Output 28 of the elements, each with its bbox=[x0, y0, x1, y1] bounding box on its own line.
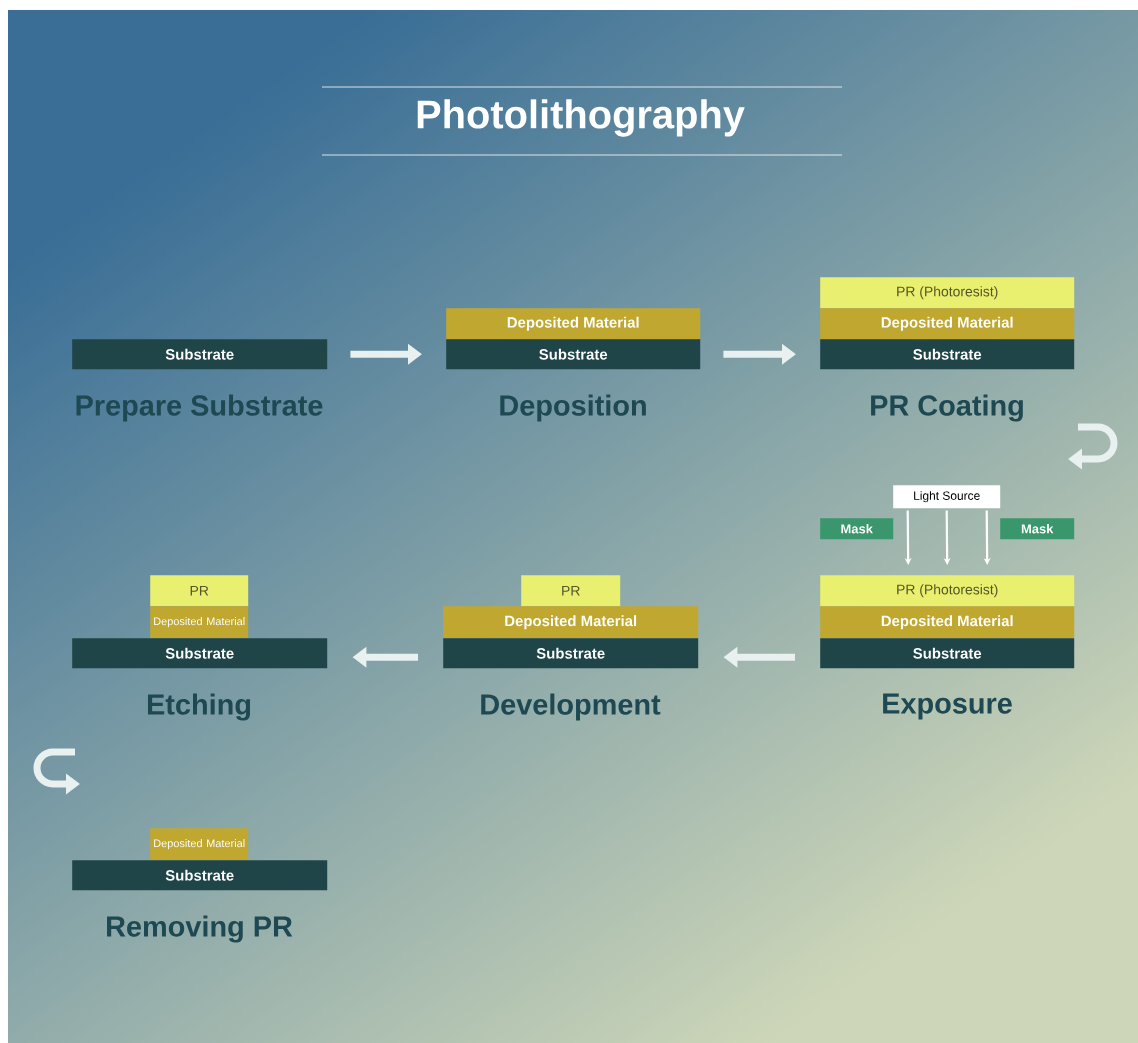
step-title: PR Coating bbox=[871, 394, 1023, 422]
step-title: Removing PR bbox=[107, 915, 293, 943]
deposited-layer: Deposited Material bbox=[820, 308, 1075, 340]
photoresist-layer: PR (Photoresist) bbox=[820, 575, 1075, 607]
substrate-layer: Substrate bbox=[72, 638, 328, 669]
step-title: Development bbox=[481, 693, 661, 721]
deposited-layer: Deposited Material bbox=[443, 606, 699, 639]
light-source-box: Light Source bbox=[893, 485, 1001, 509]
substrate-layer: Substrate bbox=[72, 860, 328, 891]
deposited-layer: Deposited Material bbox=[150, 828, 249, 861]
substrate-layer: Substrate bbox=[820, 339, 1075, 370]
mask-block: Mask bbox=[820, 518, 894, 540]
substrate-layer: Substrate bbox=[820, 638, 1075, 669]
substrate-layer: Substrate bbox=[443, 638, 699, 669]
substrate-layer: Substrate bbox=[446, 339, 701, 370]
step-title: Deposition bbox=[500, 394, 646, 422]
substrate-layer: Substrate bbox=[72, 339, 328, 370]
photoresist-layer: PR bbox=[521, 575, 621, 607]
title: Photolithography bbox=[417, 99, 745, 137]
deposited-layer: Deposited Material bbox=[446, 308, 701, 340]
deposited-layer: Deposited Material bbox=[820, 606, 1075, 639]
photoresist-layer: PR (Photoresist) bbox=[820, 277, 1075, 309]
step-title: Etching bbox=[148, 693, 251, 721]
photoresist-layer: PR bbox=[150, 575, 249, 607]
deposited-layer: Deposited Material bbox=[150, 606, 249, 639]
step-title: Exposure bbox=[883, 693, 1012, 720]
mask-block: Mask bbox=[1000, 518, 1075, 540]
step-title: Prepare Substrate bbox=[76, 394, 323, 422]
